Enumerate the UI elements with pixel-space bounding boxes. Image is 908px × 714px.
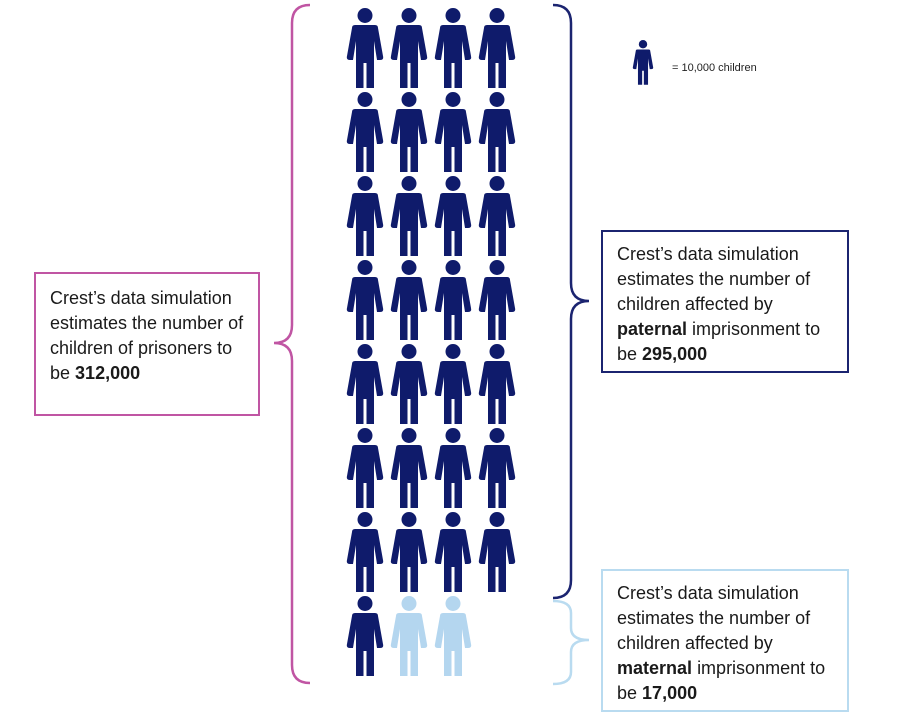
person-icon-dark — [346, 344, 384, 424]
total-bracket — [273, 3, 311, 685]
maternal-callout-value: 17,000 — [642, 683, 698, 703]
person-icon-grid — [346, 8, 516, 676]
legend-person-icon — [632, 40, 654, 85]
person-icon-dark — [434, 344, 472, 424]
person-icon-dark — [434, 92, 472, 172]
maternal-callout-box: Crest’s data simulation estimates the nu… — [601, 569, 849, 712]
person-icon-dark — [478, 260, 516, 340]
total-callout-value: 312,000 — [75, 363, 141, 383]
total-callout-box: Crest’s data simulation estimates the nu… — [34, 272, 260, 416]
person-icon-dark — [478, 8, 516, 88]
person-icon-dark — [434, 428, 472, 508]
person-icon-light-partial — [479, 596, 515, 676]
person-icon-dark — [390, 344, 428, 424]
person-icon-dark — [478, 344, 516, 424]
person-icon-dark — [346, 512, 384, 592]
person-icon-dark — [346, 428, 384, 508]
person-icon-light — [390, 596, 428, 676]
paternal-callout-text-after: imprisonment to be — [617, 319, 821, 364]
paternal-callout-text-before: Crest’s data simulation estimates the nu… — [617, 244, 811, 314]
person-icon-dark — [346, 596, 384, 676]
maternal-callout-text-before: Crest’s data simulation estimates the nu… — [617, 583, 811, 653]
legend-icon-group — [632, 40, 654, 85]
total-callout-text: Crest’s data simulation estimates the nu… — [50, 288, 244, 383]
person-icon-dark — [390, 512, 428, 592]
person-icon-dark — [434, 176, 472, 256]
person-icon-dark — [478, 92, 516, 172]
person-icon-dark — [346, 8, 384, 88]
person-icon-dark — [434, 8, 472, 88]
paternal-callout-box: Crest’s data simulation estimates the nu… — [601, 230, 849, 373]
person-icon-dark — [390, 176, 428, 256]
person-icon-dark — [390, 428, 428, 508]
person-icon-dark — [478, 512, 516, 592]
person-icon-dark — [346, 176, 384, 256]
person-icon-dark — [434, 512, 472, 592]
person-icon-dark — [478, 176, 516, 256]
paternal-callout-value: 295,000 — [642, 344, 708, 364]
person-icon-dark — [434, 260, 472, 340]
paternal-callout-keyword: paternal — [617, 319, 688, 339]
maternal-bracket — [552, 599, 590, 686]
legend-label: = 10,000 children — [672, 62, 757, 74]
person-icon-dark — [390, 260, 428, 340]
maternal-callout-keyword: maternal — [617, 658, 693, 678]
person-icon-dark — [390, 8, 428, 88]
person-icon-light — [434, 596, 472, 676]
paternal-bracket — [552, 3, 590, 600]
person-icon-dark — [390, 92, 428, 172]
person-icon-dark — [478, 428, 516, 508]
person-icon-dark — [346, 260, 384, 340]
maternal-callout-text-after: imprisonment to be — [617, 658, 826, 703]
person-icon-dark — [346, 92, 384, 172]
